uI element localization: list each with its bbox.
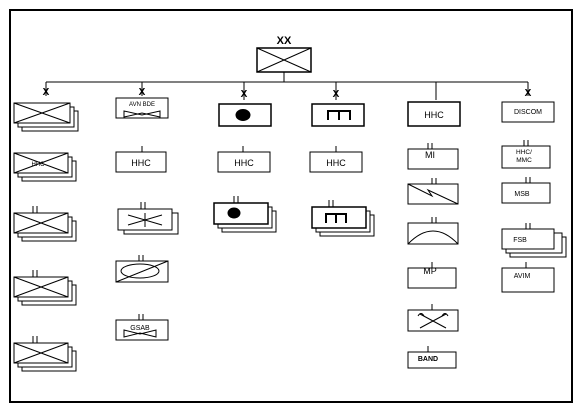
division-cross-b: [256, 47, 312, 73]
col3-brigade-artillery: [218, 103, 272, 127]
page-frame: [9, 9, 573, 403]
col5-band-label: BAND: [418, 356, 438, 363]
col1-battalion-2: [13, 270, 77, 306]
col6-discom-label: DISCOM: [514, 109, 542, 116]
col6-fsb-label: FSB: [513, 237, 527, 244]
col3-hhc-label: HHC: [234, 158, 254, 168]
col6-avim: AVIM: [501, 262, 555, 293]
col6-avim-label: AVIM: [514, 273, 531, 280]
col1-hhc: HHC: [13, 152, 77, 182]
division-node: XX: [256, 35, 312, 73]
brigade-echelon: X: [333, 89, 340, 100]
col5-hhc: HHC: [407, 101, 461, 127]
col2-hhc-label: HHC: [131, 158, 151, 168]
col1-battalion-1: [13, 206, 77, 242]
col5-band: BAND: [407, 346, 457, 369]
col4-hhc: HHC: [309, 146, 363, 173]
brigade-echelon: X: [43, 87, 50, 98]
col4-brigade-engineer: [311, 103, 365, 127]
col5-mi: MI: [407, 143, 459, 170]
col6-msb-label: MSB: [514, 191, 530, 198]
brigade-echelon: X: [139, 87, 146, 98]
division-echelon: XX: [277, 35, 292, 47]
col6-discom: DISCOM: [501, 101, 555, 123]
col6-msb: MSB: [501, 177, 551, 204]
col3-hhc: HHC: [217, 146, 271, 173]
col1-brigade-infantry: [13, 102, 79, 132]
col5-mi-label: MI: [425, 150, 435, 160]
col6-hhc-mmc: HHC/ MMC: [501, 140, 551, 169]
col1-hhc-label: HHC: [32, 162, 46, 168]
col6-hhc-mmc-line2: MMC: [516, 157, 532, 164]
col2-gsab-label: GSAB: [130, 325, 150, 332]
col2-brigade-aviation: AVN BDE: [115, 97, 169, 119]
col6-fsb: FSB: [501, 223, 567, 258]
brigade-echelon: X: [241, 89, 248, 100]
col6-hhc-mmc-line1: HHC/: [516, 149, 532, 156]
col2-avn-bde-label: AVN BDE: [129, 102, 155, 108]
brigade-echelon: X: [525, 88, 532, 99]
col3-artillery-bn: [213, 196, 277, 233]
col2-cavalry-sqn: [115, 255, 169, 283]
col5-mp-label: MP: [423, 266, 437, 276]
col2-aviation-bn: [117, 202, 179, 235]
col4-hhc-label: HHC: [326, 158, 346, 168]
col1-battalion-3: [13, 336, 77, 372]
col5-mp: MP: [407, 262, 457, 289]
col2-gsab: GSAB: [115, 314, 169, 341]
col5-signal: [407, 178, 459, 205]
col5-air-defense: [407, 217, 459, 245]
tree-lines: [45, 72, 529, 100]
col5-chemical: [407, 304, 459, 332]
brigade-echelons: X X X X X: [43, 87, 532, 100]
col4-engineer-bn: [311, 200, 375, 237]
col5-hhc-label: HHC: [424, 110, 444, 120]
col2-hhc: HHC: [115, 146, 167, 173]
